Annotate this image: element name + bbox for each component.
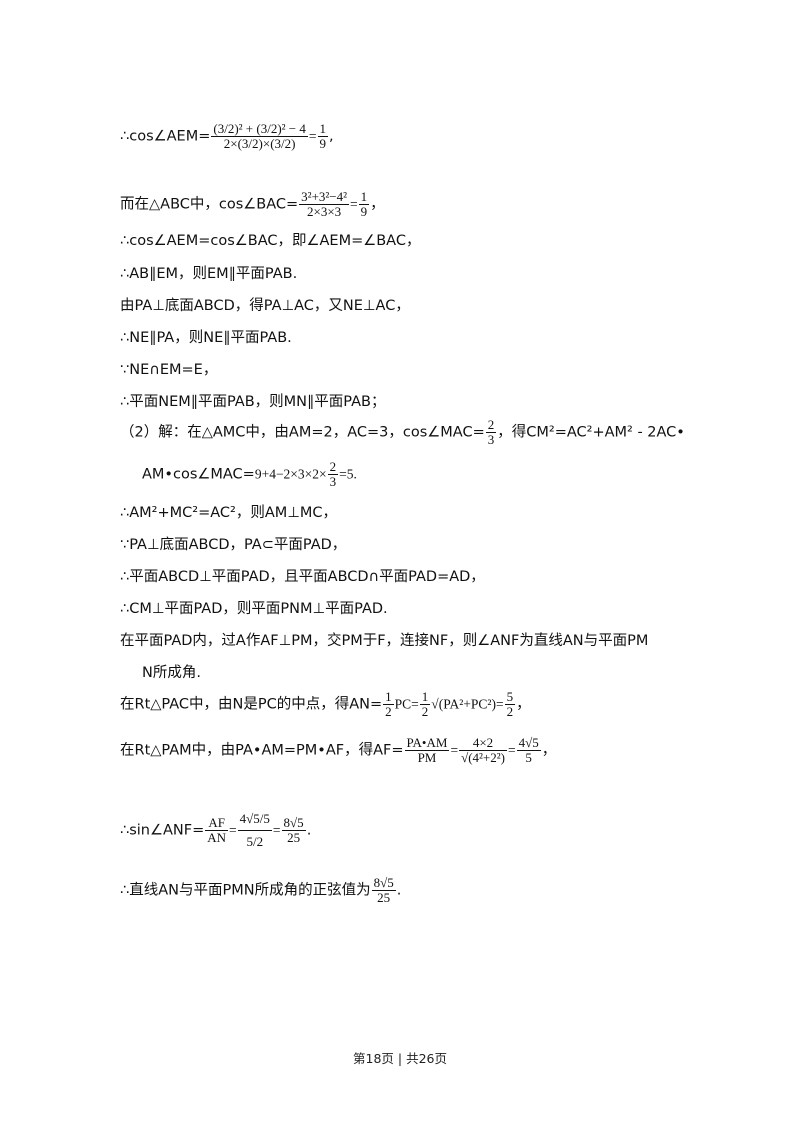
- fraction-numerator: 4√5/5: [237, 808, 272, 831]
- fraction-denominator: 25: [287, 830, 301, 845]
- solution-line: ∵PA⊥底面ABCD，PA⊂平面PAD，: [120, 537, 347, 553]
- solution-line: ∴AM²+MC²=AC²，则AM⊥MC，: [120, 505, 338, 521]
- solution-line: 由PA⊥底面ABCD，得PA⊥AC，又NE⊥AC，: [120, 298, 410, 314]
- fraction-denominator: AN: [207, 830, 227, 845]
- fraction-numerator: 1: [419, 689, 431, 705]
- fraction-numerator: 3²+3²−4²: [299, 189, 350, 205]
- line-text: ∴直线AN与平面PMN所成角的正弦值为: [120, 882, 371, 899]
- line-text: ,: [329, 128, 334, 145]
- fraction: 4×2√(4²+2²): [459, 736, 507, 765]
- fraction-numerator: 2: [485, 417, 497, 433]
- equals-sign: =: [350, 196, 358, 212]
- solution-line: ∴NE∥PA，则NE∥平面PAB.: [120, 330, 292, 346]
- fraction-numerator: (3/2)² + (3/2)² − 4: [211, 121, 308, 137]
- line-text: ，: [370, 196, 385, 213]
- fraction-denominator: 2: [506, 704, 514, 719]
- line-text: ，: [516, 696, 531, 713]
- solution-line: ∴平面NEM∥平面PAB，则MN∥平面PAB；: [120, 394, 386, 410]
- equals-sign: =: [507, 742, 516, 758]
- solution-line: ∴AB∥EM，则EM∥平面PAB.: [120, 266, 298, 282]
- fraction-denominator: 9: [360, 204, 368, 219]
- fraction-denominator: 5: [525, 750, 532, 765]
- sqrt-expression: √(PA²+PC²): [431, 696, 496, 712]
- equals-sign: =: [308, 128, 317, 144]
- solution-line: ∵NE∩EM=E，: [120, 362, 218, 378]
- math-expression: PC=: [394, 696, 419, 712]
- fraction-numerator: 8√5: [371, 875, 396, 891]
- fraction-denominator: 2×3×3: [307, 204, 342, 219]
- line-text: ∴sin∠ANF=: [120, 822, 205, 839]
- fraction-numerator: 5: [504, 689, 516, 705]
- equals-sign: =: [450, 742, 459, 758]
- line-text: ，得CM²=AC²+AM² - 2AC•: [497, 424, 685, 441]
- equals-sign: =: [229, 822, 237, 838]
- fraction-numerator: 2: [327, 459, 339, 475]
- fraction-denominator: 2: [421, 704, 429, 719]
- fraction-numerator: AF: [205, 816, 229, 831]
- solution-line: ∴cos∠AEM=cos∠BAC，即∠AEM=∠BAC，: [120, 233, 421, 249]
- line-text: ∴cos∠AEM=: [120, 128, 211, 145]
- fraction-denominator: PM: [417, 750, 437, 765]
- equals-sign: =: [272, 822, 281, 838]
- line-text: 在Rt△PAC中，由N是PC的中点，得AN=: [120, 696, 383, 713]
- fraction-denominator: 2×(3/2)×(3/2): [223, 136, 296, 151]
- math-expression: =5.: [339, 466, 357, 482]
- line-text: （2）解：在△AMC中，由AM=2，AC=3，cos∠MAC=: [120, 424, 485, 441]
- fraction-denominator: √(4²+2²): [461, 750, 505, 765]
- fraction-denominator: 25: [377, 890, 391, 905]
- fraction-numerator: 4×2: [459, 736, 507, 751]
- fraction-denominator: 5/2: [246, 834, 264, 849]
- line-text: 在Rt△PAM中，由PA•AM=PM•AF，得AF=: [120, 742, 404, 759]
- fraction: 4√5/5 5/2: [237, 808, 272, 853]
- fraction-denominator: 2: [385, 704, 392, 719]
- math-expression: 9+4−2×3×2×: [254, 466, 327, 482]
- line-text: .: [306, 822, 312, 839]
- line-text: .: [396, 882, 402, 899]
- equals-sign: =: [495, 696, 504, 712]
- solution-line: N所成角.: [142, 665, 201, 681]
- fraction-denominator: 9: [319, 136, 327, 151]
- page-footer: 第18页 | 共26页: [353, 1051, 447, 1066]
- fraction-numerator: 8√5: [281, 815, 306, 831]
- fraction-denominator: 3: [329, 474, 337, 489]
- fraction-denominator: 3: [487, 432, 495, 447]
- solution-line: ∴平面ABCD⊥平面PAD，且平面ABCD∩平面PAD=AD，: [120, 569, 485, 585]
- fraction-numerator: 1: [317, 121, 328, 137]
- line-text: ，: [541, 742, 557, 759]
- fraction-numerator: PA•AM: [404, 735, 450, 751]
- fraction-numerator: 1: [358, 189, 370, 205]
- fraction-numerator: 1: [383, 689, 394, 705]
- solution-line: ∴CM⊥平面PAD，则平面PNM⊥平面PAD.: [120, 601, 388, 617]
- fraction-numerator: 4√5: [516, 735, 541, 751]
- line-text: AM•cos∠MAC=: [142, 466, 255, 483]
- solution-line: 在平面PAD内，过A作AF⊥PM，交PM于F，连接NF，则∠ANF为直线AN与平…: [120, 633, 649, 649]
- line-text: 而在△ABC中，cos∠BAC=: [120, 196, 299, 213]
